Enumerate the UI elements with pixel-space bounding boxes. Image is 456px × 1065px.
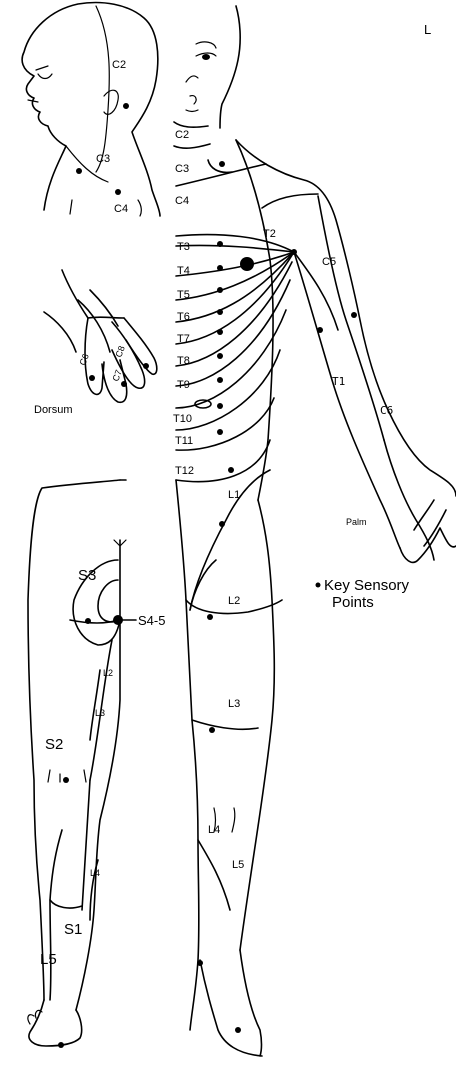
label-s3: S3 (78, 567, 96, 584)
label-t3: T3 (177, 241, 190, 253)
sensory-point-t7 (217, 329, 223, 335)
sensory-point-l5 (235, 1027, 241, 1033)
sensory-point-s2 (63, 777, 69, 783)
sensory-point-l2 (207, 614, 213, 620)
sensory-point-s45 (113, 615, 123, 625)
sensory-point-c2-head (123, 103, 129, 109)
label-t8: T8 (177, 355, 190, 367)
legend-line-1: Key Sensory (324, 577, 410, 594)
sensory-point-t3 (217, 241, 223, 247)
label-l4: L4 (208, 824, 220, 836)
sensory-point-t5 (217, 287, 223, 293)
label-head-c2: C2 (112, 59, 126, 71)
label-back-l5: L5 (40, 951, 57, 968)
label-hand-c8: C8 (113, 344, 126, 358)
sensory-point-c6-hand (89, 375, 95, 381)
sensory-point-c3 (219, 161, 225, 167)
label-c3: C3 (175, 163, 189, 175)
caption-dorsum: Dorsum (34, 404, 73, 416)
legend-line-2: Points (332, 594, 374, 611)
label-t4: T4 (177, 265, 190, 277)
sensory-point-l1 (219, 521, 225, 527)
label-t12: T12 (175, 465, 194, 477)
label-t2: T2 (263, 228, 276, 240)
label-l5: L5 (232, 859, 244, 871)
sensory-point-t12 (228, 467, 234, 473)
label-c6: C6 (380, 404, 393, 417)
sensory-point-t9 (217, 377, 223, 383)
label-l3: L3 (228, 698, 240, 710)
label-hand-c6: C6 (77, 352, 90, 366)
label-t11: T11 (175, 435, 193, 447)
label-c2: C2 (175, 129, 189, 141)
sensory-point-t4-nipple (240, 257, 254, 271)
label-l1: L1 (228, 489, 240, 501)
caption-palm: Palm (346, 517, 367, 527)
sensory-point-l3 (209, 727, 215, 733)
front-body-drawing (174, 6, 456, 1056)
sensory-point-s3 (85, 618, 91, 624)
sensory-point-c3-head (76, 168, 82, 174)
label-back-l2: L2 (103, 668, 113, 678)
label-c5: C5 (322, 256, 336, 268)
head-profile-drawing (22, 3, 160, 216)
label-back-l4: L4 (90, 868, 100, 878)
eye-icon (202, 54, 210, 60)
sensory-point-s1 (58, 1042, 64, 1048)
label-head-c3: C3 (96, 153, 110, 165)
label-back-l3: L3 (95, 708, 105, 718)
label-head-c4: C4 (114, 203, 128, 215)
sensory-point-t2 (291, 249, 297, 255)
sensory-point-t6 (217, 309, 223, 315)
legend-point-icon (316, 583, 321, 588)
sensory-point-c8-hand (143, 363, 149, 369)
sensory-point-t11 (217, 429, 223, 435)
sensory-point-t1 (317, 327, 323, 333)
label-s1: S1 (64, 921, 82, 938)
sensory-point-c7-hand (121, 381, 127, 387)
sensory-point-t4 (217, 265, 223, 271)
label-t5: T5 (177, 289, 190, 301)
label-t9: T9 (177, 379, 190, 391)
label-t10: T10 (173, 413, 192, 425)
label-t6: T6 (177, 311, 190, 323)
label-l2: L2 (228, 595, 240, 607)
sensory-point-l4 (197, 960, 203, 966)
label-t1: T1 (332, 375, 345, 388)
label-s2: S2 (45, 736, 63, 753)
sensory-point-c4-head (115, 189, 121, 195)
label-t7: T7 (177, 333, 190, 345)
sensory-point-t10 (217, 403, 223, 409)
sensory-point-t8 (217, 353, 223, 359)
corner-letter: L (424, 22, 431, 37)
dorsum-hand-drawing (44, 270, 157, 402)
sensory-point-c5 (351, 312, 357, 318)
label-s45: S4-5 (138, 613, 165, 628)
label-c4: C4 (175, 195, 189, 207)
